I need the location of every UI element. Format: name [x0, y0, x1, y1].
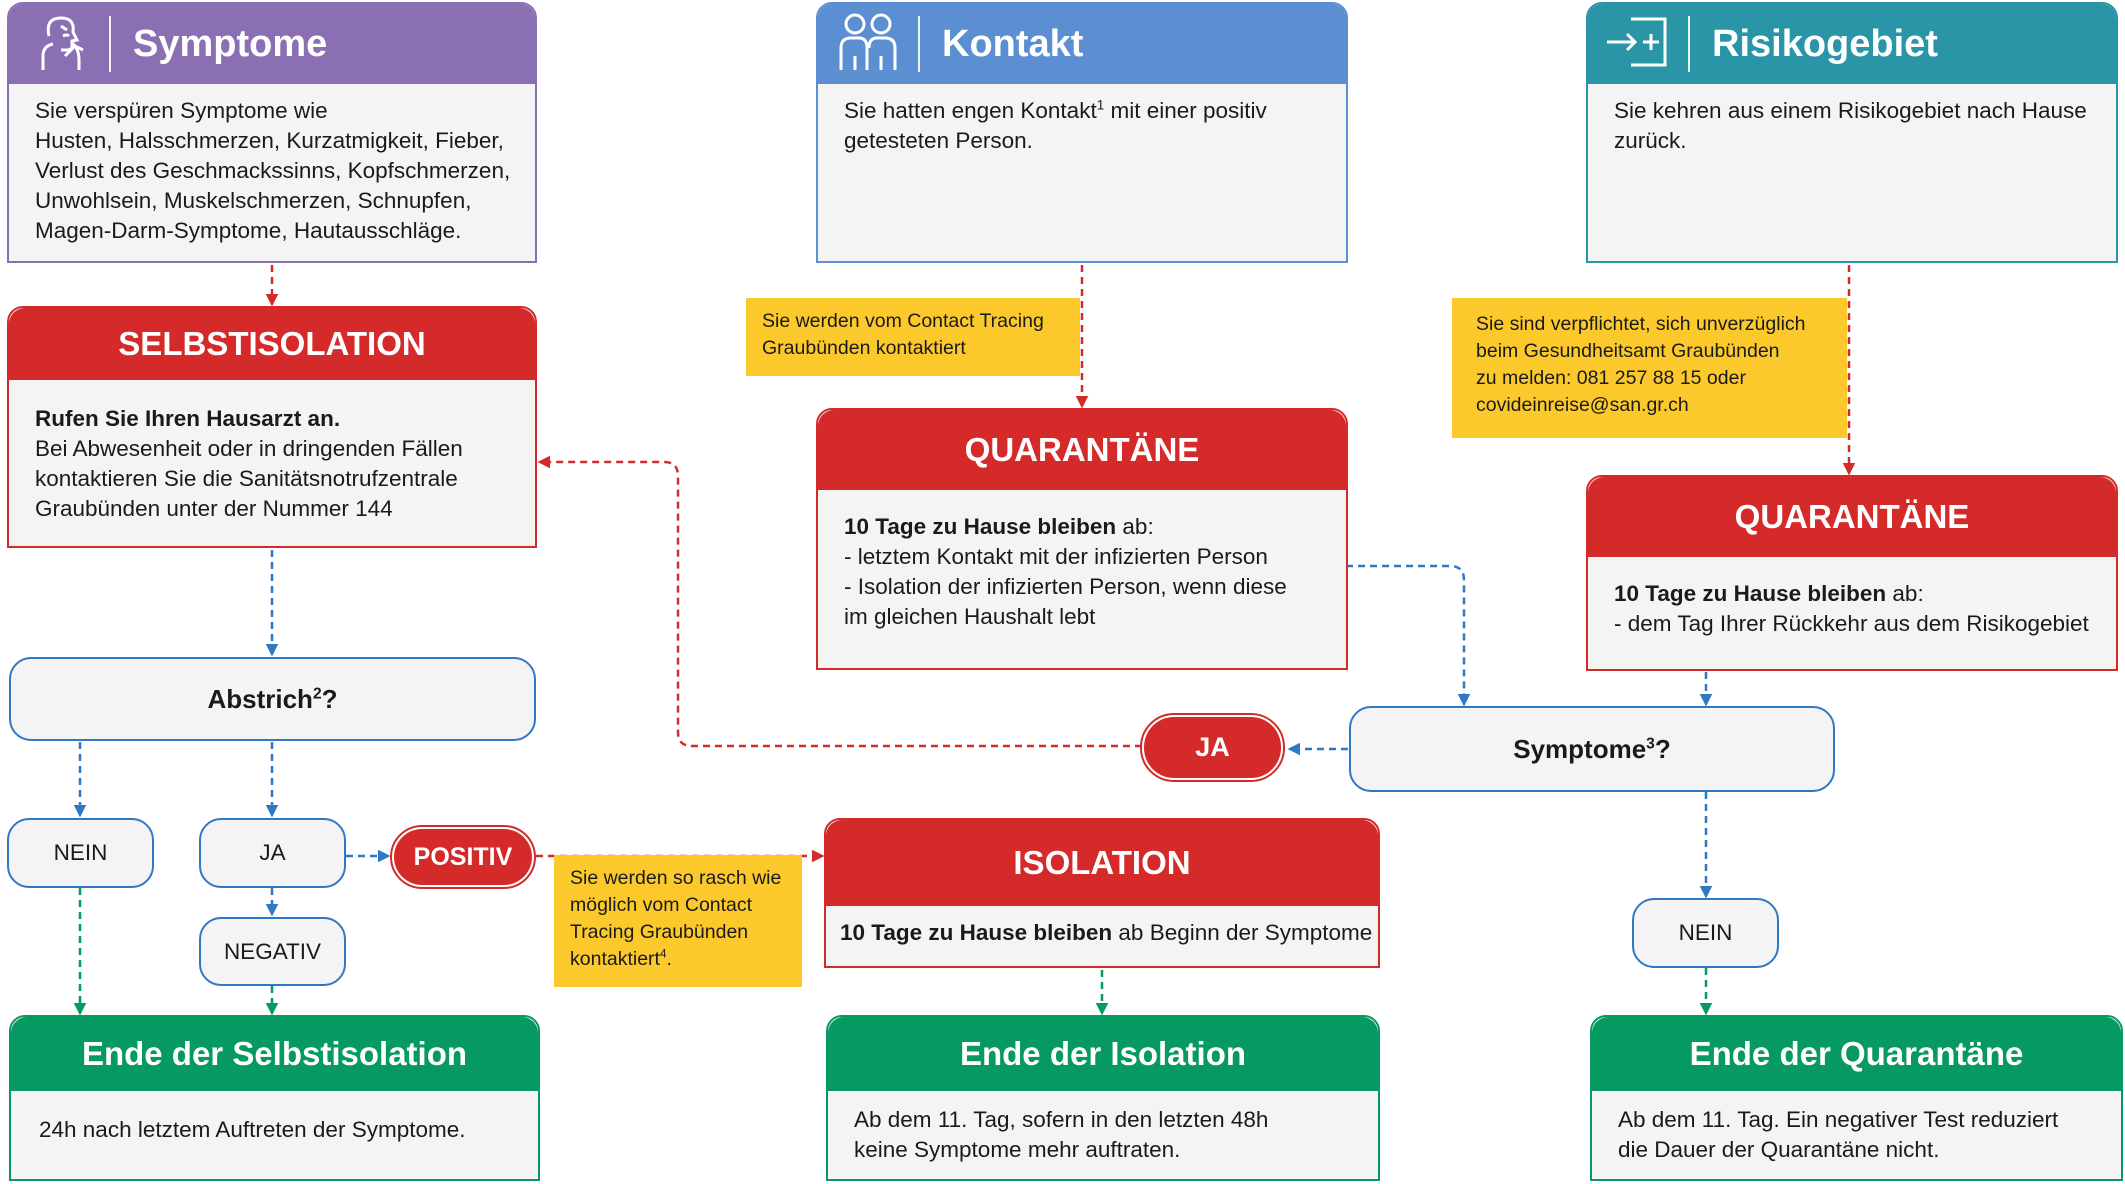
arrow-quarantaene-symptome [1346, 564, 1471, 707]
symptome-text: Sie verspüren Symptome wie Husten, Halss… [35, 98, 511, 243]
quarantaene-kontakt-header: QUARANTÄNE [818, 410, 1346, 490]
ende-quarantaene-card: Ende der Quarantäne Ab dem 11. Tag. Ein … [1590, 1015, 2123, 1181]
note-rasch: Sie werden so rasch wie möglich vom Cont… [554, 855, 802, 987]
ja-left-pill: JA [199, 818, 346, 888]
ja-right-pill: JA [1144, 717, 1281, 778]
kontakt-text: Sie hatten engen Kontakt1 mit einer posi… [844, 97, 1267, 153]
nein-left-pill: NEIN [7, 818, 154, 888]
symptome-card: Symptome Sie verspüren Symptome wie Hust… [7, 2, 537, 263]
symptome-question: Symptome3? [1349, 706, 1835, 792]
travel-arrow-icon [1605, 13, 1671, 76]
isolation-header: ISOLATION [826, 820, 1378, 906]
quarantaene-kontakt-text: 10 Tage zu Hause bleiben ab: - letztem K… [844, 514, 1287, 629]
selbstisolation-header: SELBSTISOLATION [9, 308, 535, 380]
person-symptom-icon [31, 12, 87, 77]
ende-isolation-card: Ende der Isolation Ab dem 11. Tag, sofer… [826, 1015, 1380, 1181]
risikogebiet-text: Sie kehren aus einem Risikogebiet nach H… [1614, 98, 2087, 153]
risikogebiet-header: Risikogebiet [1588, 4, 2116, 84]
isolation-text: 10 Tage zu Hause bleiben ab Beginn der S… [840, 920, 1373, 945]
symptome-title: Symptome [133, 22, 328, 65]
risikogebiet-title: Risikogebiet [1712, 22, 1938, 65]
ende-isolation-header: Ende der Isolation [828, 1017, 1378, 1091]
note-gesundheitsamt: Sie sind verpflichtet, sich unverzüglich… [1452, 298, 1847, 438]
symptome-header: Symptome [9, 4, 535, 84]
abstrich-question: Abstrich2? [9, 657, 536, 741]
kontakt-card: Kontakt Sie hatten engen Kontakt1 mit ei… [816, 2, 1348, 263]
kontakt-title: Kontakt [942, 22, 1084, 65]
note-contact-tracing: Sie werden vom Contact Tracing Graubünde… [746, 298, 1080, 376]
ende-quarantaene-header: Ende der Quarantäne [1592, 1017, 2121, 1091]
ende-selbstisolation-header: Ende der Selbstisolation [11, 1017, 538, 1091]
quarantaene-kontakt-card: QUARANTÄNE 10 Tage zu Hause bleiben ab: … [816, 408, 1348, 670]
nein-right-pill: NEIN [1632, 898, 1779, 968]
risikogebiet-card: Risikogebiet Sie kehren aus einem Risiko… [1586, 2, 2118, 263]
selbstisolation-text: Rufen Sie Ihren Hausarzt an. Bei Abwesen… [35, 406, 463, 521]
quarantaene-risiko-text: 10 Tage zu Hause bleiben ab: - dem Tag I… [1614, 581, 2089, 636]
selbstisolation-card: SELBSTISOLATION Rufen Sie Ihren Hausarzt… [7, 306, 537, 548]
ende-isolation-text: Ab dem 11. Tag, sofern in den letzten 48… [854, 1107, 1269, 1162]
ende-selbstisolation-card: Ende der Selbstisolation 24h nach letzte… [9, 1015, 540, 1181]
quarantaene-risiko-header: QUARANTÄNE [1588, 477, 2116, 557]
people-icon [837, 12, 899, 77]
negativ-pill: NEGATIV [199, 917, 346, 986]
positiv-pill: POSITIV [394, 829, 532, 885]
quarantaene-risiko-card: QUARANTÄNE 10 Tage zu Hause bleiben ab: … [1586, 475, 2118, 671]
isolation-card: ISOLATION 10 Tage zu Hause bleiben ab Be… [824, 818, 1380, 968]
arrow-ja-selbstisolation [537, 455, 1142, 748]
ende-quarantaene-text: Ab dem 11. Tag. Ein negativer Test reduz… [1618, 1107, 2059, 1162]
ende-selbstisolation-text: 24h nach letztem Auftreten der Symptome. [39, 1117, 466, 1142]
kontakt-header: Kontakt [818, 4, 1346, 84]
